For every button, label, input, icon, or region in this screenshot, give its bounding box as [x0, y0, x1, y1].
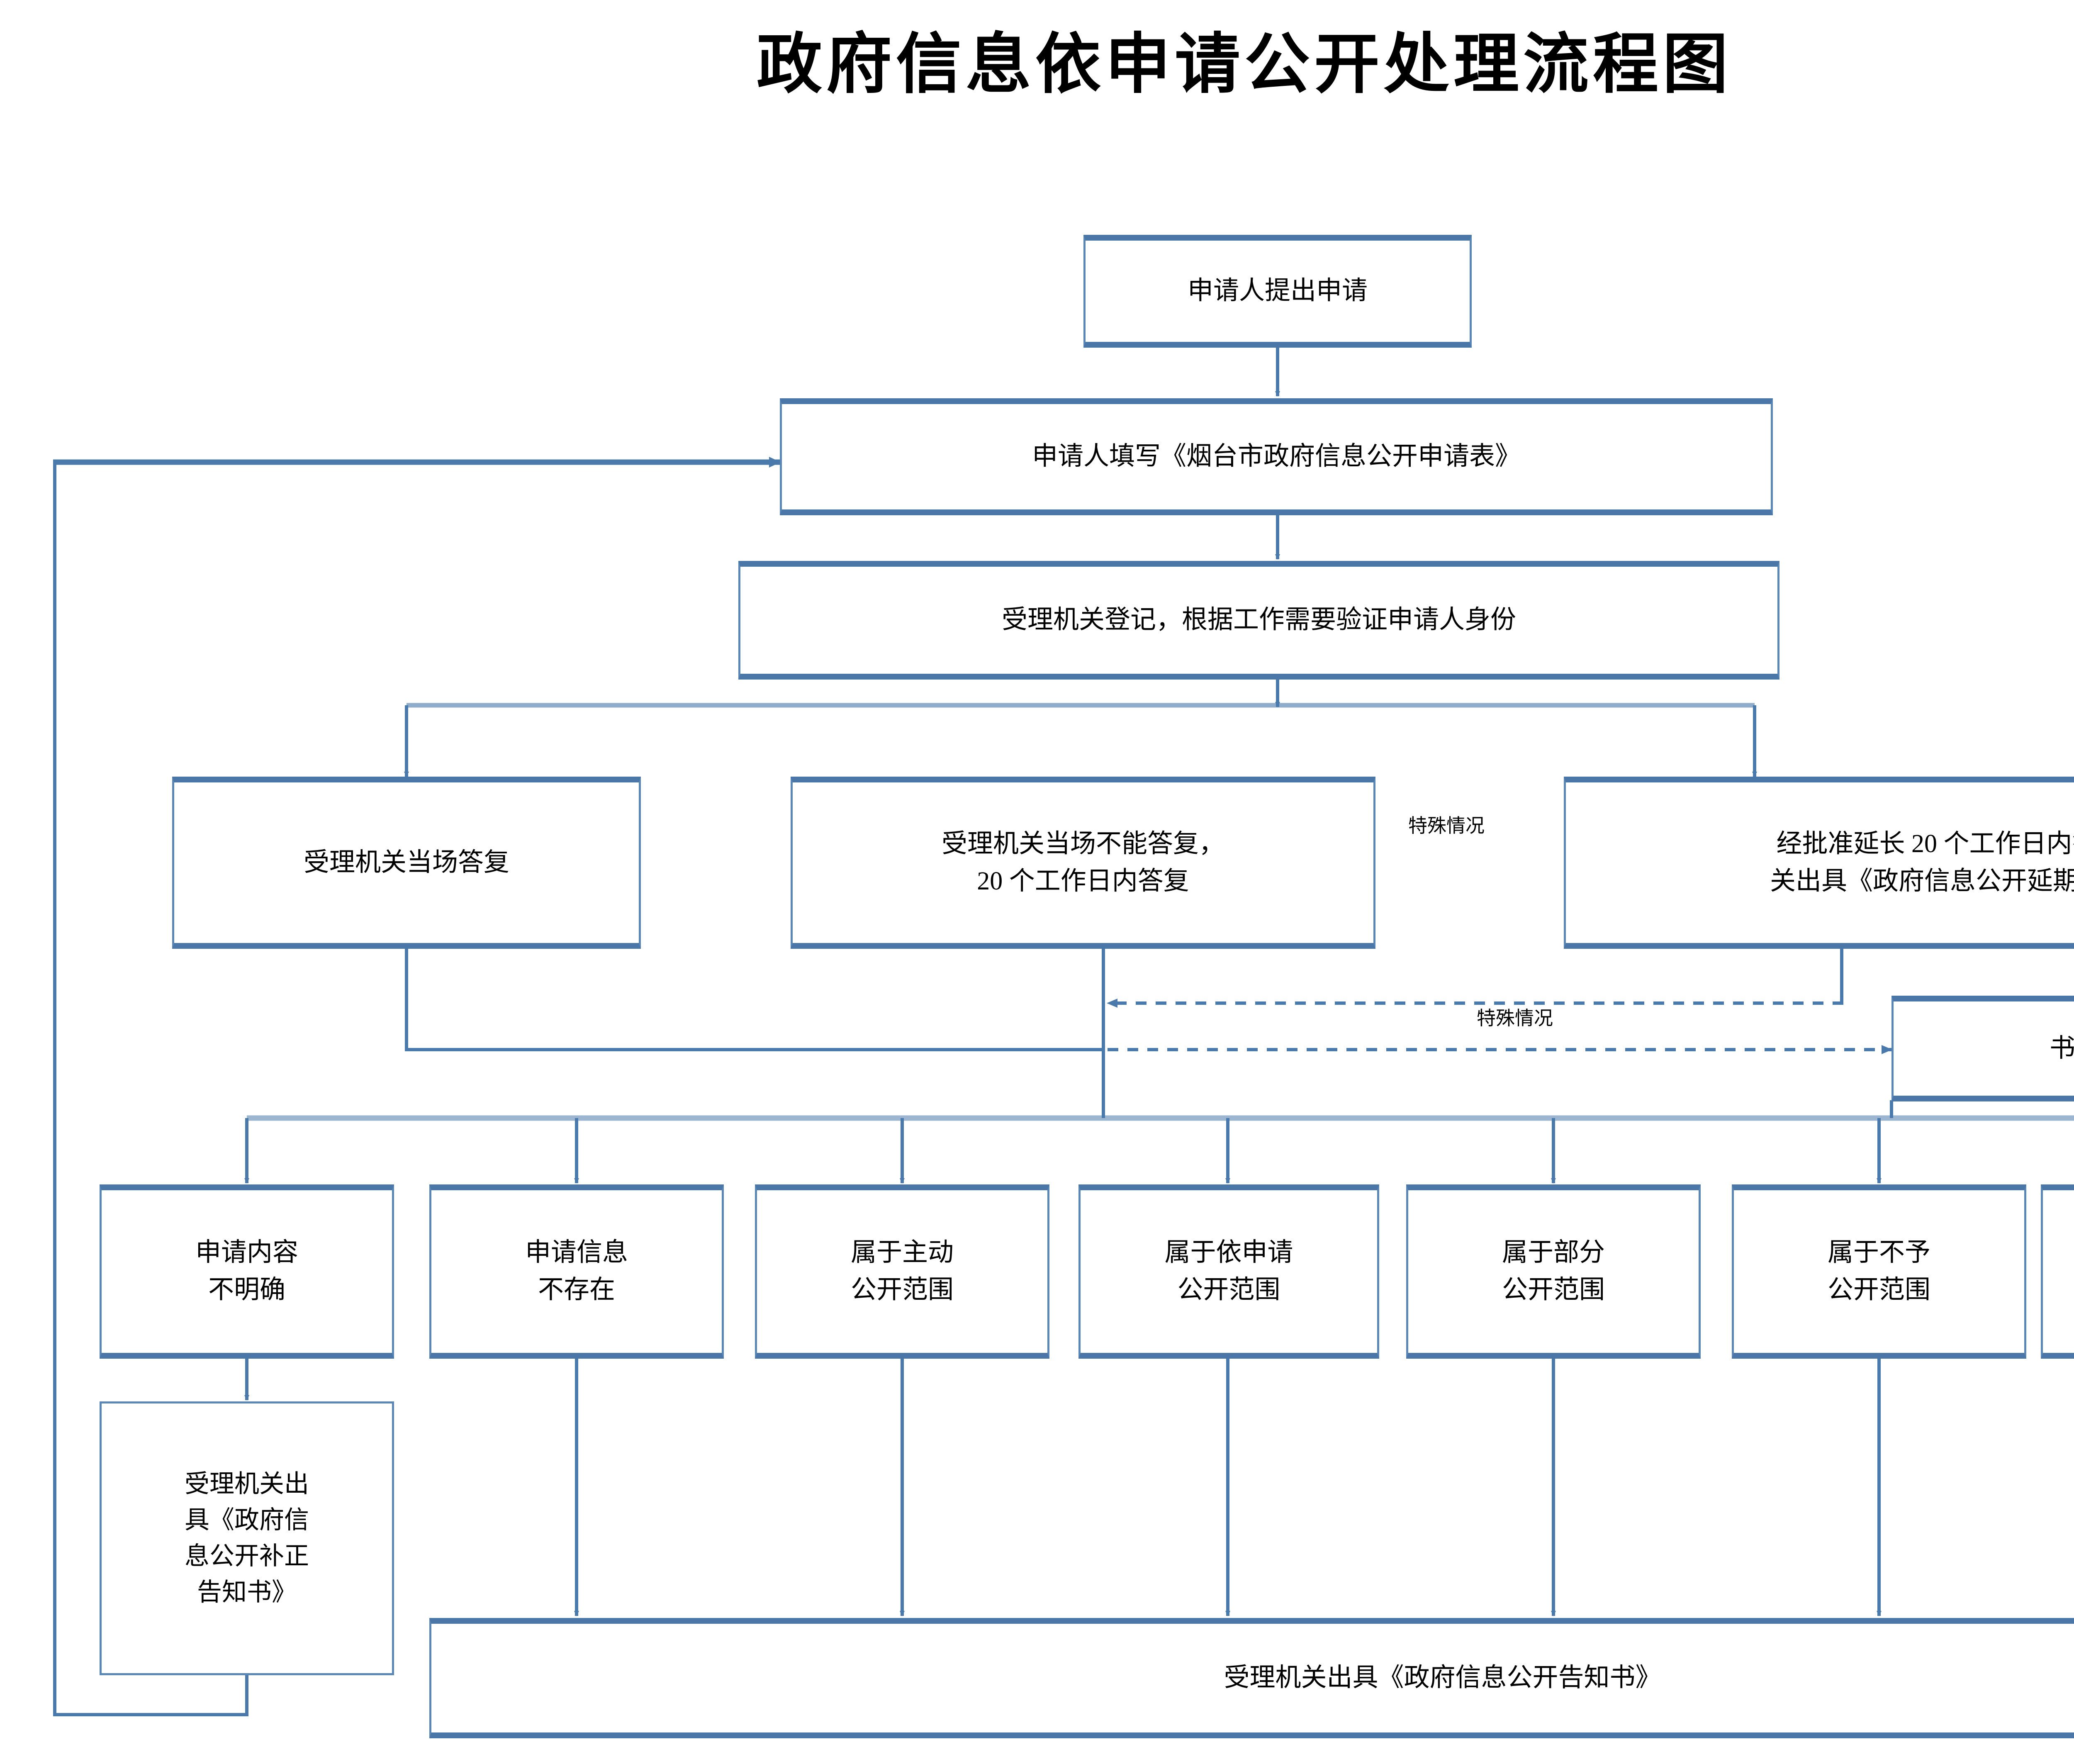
node-label-line1: 申请信息 [525, 1238, 628, 1267]
node-applicant-submits[interactable]: 申请人提出申请 [1083, 235, 1472, 348]
node-label-line2: 不明确 [208, 1276, 285, 1304]
node-fill-application-form[interactable]: 申请人填写《烟台市政府信息公开申请表》 [780, 398, 1773, 515]
edge-label-special-case-top: 特殊情况 [1408, 815, 1485, 836]
node-label-line1: 属于主动 [850, 1238, 954, 1267]
node-register-and-verify-identity[interactable]: 受理机关登记，根据工作需要验证申请人身份 [738, 561, 1779, 680]
node-approved-extension-20-days[interactable]: 经批准延长 20 个工作日内答复，受理机 关出具《政府信息公开延期答复告知书》 [1564, 777, 2074, 949]
node-reply-on-the-spot[interactable]: 受理机关当场答复 [172, 777, 641, 949]
node-label-line1: 受理机关出 [185, 1470, 309, 1498]
node-request-content-unclear[interactable]: 申请内容 不明确 [100, 1184, 394, 1359]
node-outside-agency-scope[interactable]: 不属于受理机关 掌握范围 [2041, 1184, 2074, 1359]
node-label: 申请人提出申请 [1187, 277, 1368, 305]
node-issue-correction-notice[interactable]: 受理机关出 具《政府信 息公开补正 告知书》 [100, 1401, 394, 1675]
node-label-line4: 告知书》 [197, 1579, 297, 1606]
node-label-line1: 属于依申请 [1164, 1238, 1293, 1267]
node-label-line2: 公开范围 [1177, 1276, 1280, 1304]
node-reply-within-20-working-days[interactable]: 受理机关当场不能答复， 20 个工作日内答复 [791, 777, 1375, 949]
node-label-line2: 公开范围 [850, 1276, 954, 1304]
node-label-line2: 公开范围 [1827, 1276, 1930, 1304]
edge-label-special-case-middle: 特殊情况 [1477, 1008, 1553, 1029]
node-label-line1: 经批准延长 20 个工作日内答复，受理机 [1776, 829, 2074, 858]
node-label-line2: 关出具《政府信息公开延期答复告知书》 [1770, 867, 2074, 895]
node-label-line1: 申请内容 [195, 1238, 298, 1267]
node-label-line1: 属于部分 [1502, 1238, 1605, 1267]
page-title: 政府信息依申请公开处理流程图 [757, 29, 1732, 101]
node-requested-info-not-exist[interactable]: 申请信息 不存在 [429, 1184, 724, 1359]
node-label: 受理机关登记，根据工作需要验证申请人身份 [1001, 606, 1516, 634]
node-label-line2: 具《政府信 [185, 1506, 309, 1534]
node-label-line1: 受理机关当场不能答复， [941, 829, 1224, 858]
node-label: 申请人填写《烟台市政府信息公开申请表》 [1032, 442, 1521, 471]
node-within-proactive-disclosure-scope[interactable]: 属于主动 公开范围 [755, 1184, 1049, 1359]
node-within-on-request-disclosure-scope[interactable]: 属于依申请 公开范围 [1078, 1184, 1379, 1359]
node-consult-third-party-in-writing[interactable]: 书面征求第三方意见 [1891, 996, 2074, 1101]
node-label-line3: 息公开补正 [185, 1542, 309, 1570]
node-label: 受理机关出具《政府信息公开告知书》 [1224, 1664, 1661, 1692]
node-label: 受理机关当场答复 [303, 848, 509, 877]
node-issue-disclosure-notice[interactable]: 受理机关出具《政府信息公开告知书》 [429, 1618, 2074, 1738]
node-label: 书面征求第三方意见 [2049, 1034, 2074, 1062]
node-within-partial-disclosure-scope[interactable]: 属于部分 公开范围 [1406, 1184, 1701, 1359]
node-label-line1: 属于不予 [1827, 1238, 1930, 1267]
node-label-line2: 公开范围 [1502, 1276, 1605, 1304]
node-label-line2: 20 个工作日内答复 [977, 867, 1189, 895]
node-label-line2: 不存在 [538, 1276, 615, 1304]
node-within-non-disclosure-scope[interactable]: 属于不予 公开范围 [1732, 1184, 2026, 1359]
